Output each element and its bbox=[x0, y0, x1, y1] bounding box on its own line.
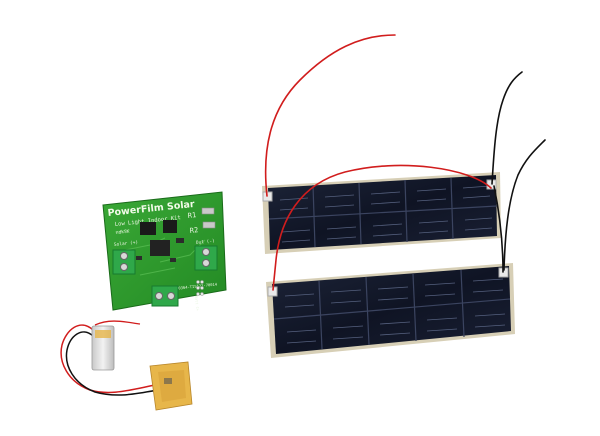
black-wire bbox=[493, 185, 504, 273]
black-wire bbox=[65, 331, 159, 396]
black-wire bbox=[503, 139, 546, 271]
cell-fingers bbox=[279, 185, 493, 243]
label-out: Out (-) bbox=[196, 238, 215, 246]
board-code: ndkSK bbox=[116, 229, 130, 236]
terminal-output bbox=[194, 245, 218, 271]
cell-grid bbox=[273, 269, 511, 350]
solar-panel-upper bbox=[262, 172, 501, 254]
label-r1: R1 bbox=[187, 211, 196, 220]
label-r2: R2 bbox=[189, 226, 198, 235]
label-batt: Batt C+ bbox=[194, 296, 200, 312]
panel-wires bbox=[264, 34, 546, 291]
ic-chip bbox=[163, 220, 177, 233]
lipo-battery bbox=[60, 320, 193, 411]
red-wire bbox=[60, 324, 156, 394]
resistor-r1 bbox=[201, 207, 215, 215]
resistor-r2 bbox=[202, 221, 216, 229]
terminal-solar bbox=[112, 249, 136, 275]
screw-icon bbox=[202, 248, 210, 256]
header-pins bbox=[196, 280, 204, 296]
smd-component bbox=[164, 378, 172, 384]
panel-cells bbox=[272, 266, 511, 354]
screw-icon bbox=[202, 259, 210, 267]
screw-icon bbox=[167, 292, 175, 300]
red-wire bbox=[272, 164, 492, 291]
battery-tab bbox=[95, 330, 111, 338]
screw-icon bbox=[155, 292, 163, 300]
ic-chip bbox=[140, 222, 156, 235]
charger-board: PowerFilm Solar Low Light Indoor Kit ndk… bbox=[102, 191, 227, 312]
black-wire bbox=[491, 71, 523, 185]
terminal-battery bbox=[151, 285, 179, 307]
red-wire bbox=[94, 320, 141, 326]
red-wire bbox=[264, 34, 396, 197]
smd-component bbox=[170, 258, 176, 262]
screw-icon bbox=[120, 263, 128, 271]
label-solar: Solar (+) bbox=[114, 239, 139, 248]
solar-panel-lower bbox=[266, 263, 515, 358]
smd-component bbox=[136, 256, 142, 260]
screw-icon bbox=[120, 252, 128, 260]
cell-fingers bbox=[284, 278, 506, 344]
cell-grid bbox=[268, 177, 498, 248]
part-number: PM0364-TI5522-70014 bbox=[174, 281, 218, 291]
inductor bbox=[150, 240, 170, 256]
smd-component bbox=[176, 238, 184, 243]
